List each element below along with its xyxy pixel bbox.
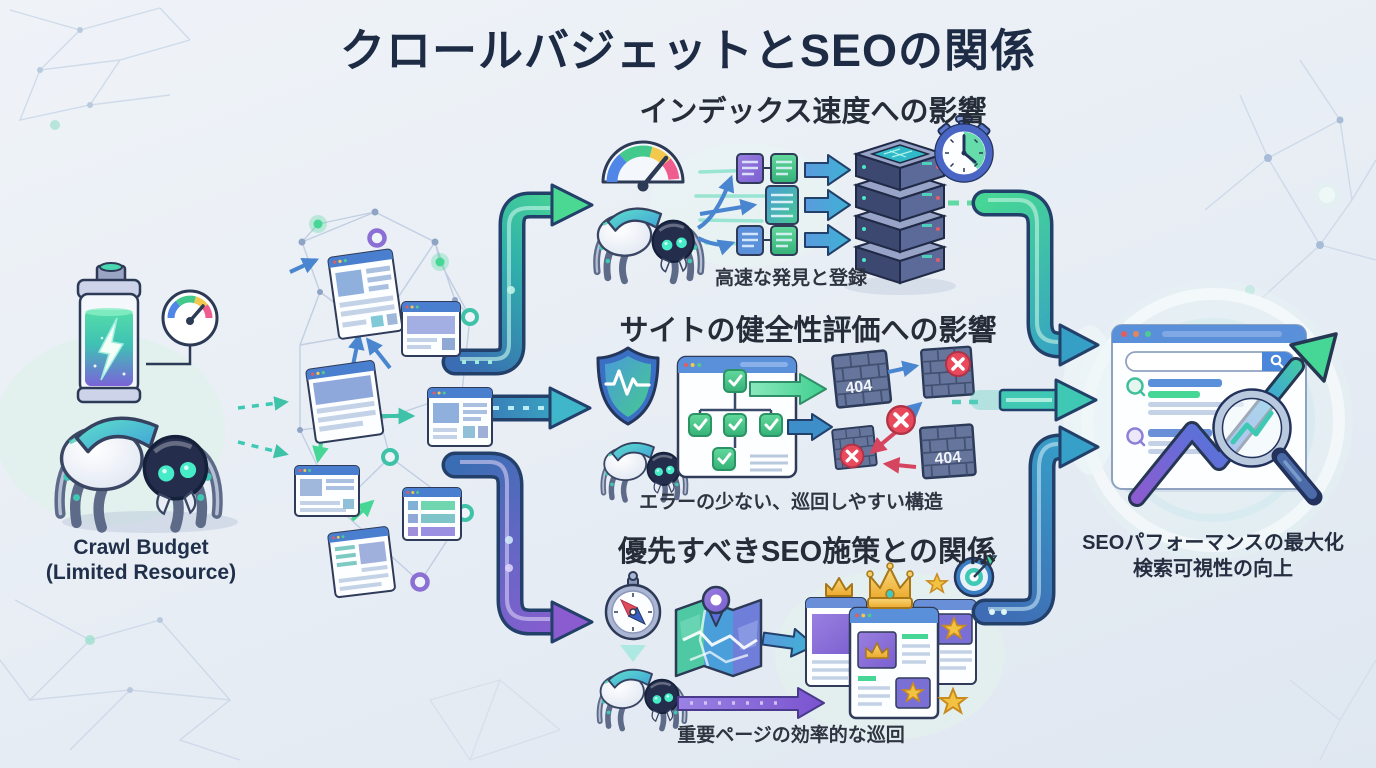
- compass-icon: [604, 571, 662, 662]
- page-title: クロールバジェットとSEOの関係: [339, 25, 1037, 76]
- server-stack-icon: [844, 139, 956, 295]
- pipe-converge-top: [971, 189, 1100, 367]
- outcome-label-line1: SEOパフォーマンスの最大化: [1082, 532, 1344, 554]
- shield-icon: [596, 346, 660, 426]
- error-x-icon: [887, 406, 915, 434]
- webpage-card: [327, 526, 396, 599]
- target-icon: [953, 555, 998, 598]
- outcome-label-line2: 検索可視性の向上: [1133, 558, 1293, 580]
- webpage-card: [294, 465, 360, 517]
- error-404-label: 404: [845, 377, 874, 397]
- pipe-arrowhead: [548, 386, 592, 430]
- search-icon: [1270, 354, 1282, 366]
- crawl-budget-label-line1: Crawl Budget: [73, 536, 209, 559]
- crown-icon: [865, 642, 889, 659]
- pipe-converge-bottom: [971, 425, 1100, 626]
- section-seo-priority: [599, 555, 998, 729]
- pipe-arrowhead: [1058, 425, 1100, 469]
- crown-icon: [866, 562, 914, 609]
- checkbox-icon: [758, 412, 784, 438]
- pipe-arrowhead: [550, 183, 594, 227]
- pipe-converge-middle: [970, 378, 1098, 422]
- checkbox-icon: [711, 446, 737, 472]
- battery-icon: [76, 262, 142, 404]
- section-caption-seo-priority: 重要ページの効率的な巡回: [677, 725, 905, 746]
- flow-arrow: [697, 236, 736, 256]
- magnifier-icon: [1212, 388, 1323, 506]
- result-magnifier-icon: [1126, 377, 1144, 395]
- webpage-card: [427, 387, 493, 447]
- section-heading-seo-priority: 優先すべきSEO施策との関係: [618, 536, 996, 568]
- webpage-card-primary: [848, 606, 940, 720]
- crawl-feed-dashes: [237, 396, 289, 459]
- sitemap-window-icon: [676, 355, 798, 479]
- error-x-icon: [944, 350, 972, 378]
- flow-arrow: [882, 456, 917, 474]
- result-magnifier-icon: [1126, 427, 1144, 445]
- webpage-card: [327, 248, 404, 340]
- section-site-health: 404 404: [596, 345, 984, 500]
- pipe-arrowhead: [1054, 378, 1098, 422]
- flow-arrow: [869, 430, 898, 455]
- gauge-icon: [161, 289, 219, 347]
- crawl-budget-source: [60, 262, 238, 533]
- priority-arrow: [761, 627, 816, 658]
- doc-chip-row: [736, 153, 799, 256]
- pipe-arrowhead: [1058, 323, 1100, 367]
- flow-arrow: [887, 360, 920, 378]
- error-x-icon: [838, 442, 866, 470]
- result-item: [1126, 377, 1244, 415]
- pipe-arrowhead: [550, 600, 594, 644]
- crawl-budget-label-line2: (Limited Resource): [45, 561, 237, 584]
- checkbox-icon: [687, 412, 713, 438]
- section-heading-index-speed: インデックス速度への影響: [639, 96, 987, 128]
- speedometer-icon: [601, 140, 685, 192]
- search-bar: [1125, 351, 1295, 372]
- location-pin-icon: [701, 585, 731, 627]
- webpage-card: [402, 487, 462, 541]
- ingest-arrows: [804, 154, 851, 256]
- section-heading-site-health: サイトの健全性評価への影響: [619, 315, 997, 347]
- map-icon: [674, 598, 763, 678]
- webpage-card: [305, 360, 385, 444]
- priority-arrow: [677, 687, 825, 719]
- webpage-card: [401, 301, 461, 357]
- crawl-path-arrow: [787, 413, 833, 441]
- checkbox-icon: [722, 368, 748, 394]
- section-caption-index-speed: 高速な発見と登録: [714, 268, 868, 289]
- section-index-speed: [597, 115, 994, 295]
- result-browser: [1111, 324, 1338, 507]
- checkbox-icon: [722, 412, 748, 438]
- crown-icon: [825, 577, 853, 597]
- good-path-arrow: [749, 373, 827, 405]
- crawler-spider-icon: [599, 670, 684, 729]
- pipe-seo-priority: [441, 451, 594, 644]
- pipe-index-speed: [441, 183, 594, 376]
- section-caption-site-health: エラーの少ない、巡回しやすい構造: [639, 492, 943, 513]
- flow-arrow: [699, 198, 758, 216]
- page-cluster: [805, 555, 998, 720]
- error-404-label: 404: [934, 449, 962, 468]
- stopwatch-icon: [934, 115, 994, 183]
